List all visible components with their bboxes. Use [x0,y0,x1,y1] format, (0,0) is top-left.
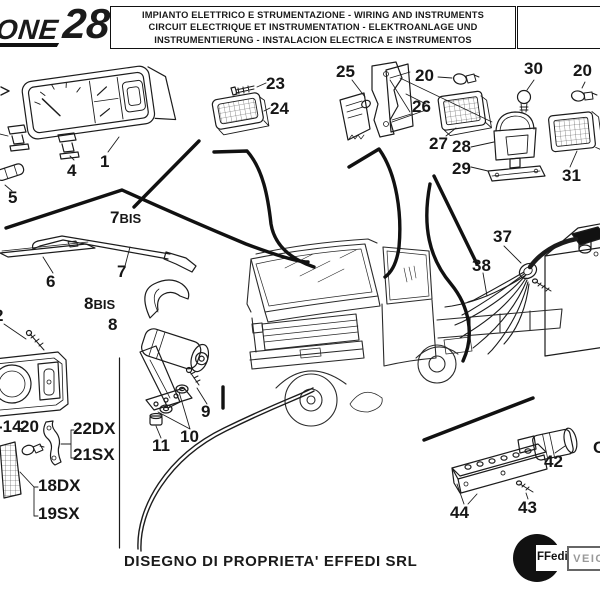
title-box: IMPIANTO ELETTRICO E STRUMENTAZIONE - WI… [110,6,516,49]
part-label-42: 42 [544,452,563,471]
terminal-block-drawing [451,443,548,505]
copyright-text: DISEGNO DI PROPRIETA' EFFEDI SRL [124,553,418,570]
part-label-43: 43 [518,498,537,517]
part-label-8: 8 [108,315,118,334]
leader-1 [107,136,120,153]
part-label-1: 1 [100,152,110,171]
part-label-22dx: 22DX [73,419,116,438]
part-label-24: 24 [270,99,289,118]
switch-knobs-drawing [0,124,80,161]
effedi-logo-text: FFedi [537,551,568,563]
part-label-30: 30 [524,59,543,78]
part-label-27: 27 [429,134,448,153]
battery-drawing [518,223,600,357]
title-line-1: IMPIANTO ELETTRICO E STRUMENTAZIONE - WI… [142,9,484,20]
bulb-20-rear-drawing [570,81,598,102]
effedi-badge: VEIC [567,546,600,571]
bulb-20-drawing [21,443,45,456]
part-label-20-rear: 20 [573,61,592,80]
part-label-7bis: 7BIS [110,208,142,227]
headlamp-drawing [0,323,69,417]
part-label-28: 28 [452,137,471,156]
part-label-6: 6 [46,272,56,291]
cab-lamp-drawing [211,82,271,136]
part-label-5: 5 [8,188,18,207]
part-label-4: 4 [67,161,77,180]
harness-arc [137,387,315,552]
lamp-bracket-drawing [43,420,75,466]
part-label-20-headlamp: 20 [20,417,39,436]
plate-lamp-drawing [470,111,546,182]
instrument-cluster-drawing [21,65,177,140]
part-label-37: 37 [493,227,512,246]
part-label-2-partial: 2 [0,306,3,326]
part-label-7: 7 [117,262,127,281]
bulb-30-drawing [516,79,535,113]
fuse-cylinder-drawing [0,163,25,181]
leader-lines-thick [4,139,535,442]
leader-6 [42,256,54,274]
edge-arrow [0,86,10,96]
part-label-44: 44 [450,503,469,522]
title-line-2: CIRCUIT ELECTRIQUE ET INSTRUMENTATION - … [148,22,478,33]
title-line-3: INSTRUMENTIERUNG - INSTALACION ELECTRICA… [154,34,472,45]
effedi-badge-text: VEIC [573,552,600,565]
part-label-21sx: 21SX [73,445,115,464]
part-label-14-partial: -14 [0,417,22,436]
effedi-logo-notch [536,545,563,571]
part-label-9: 9 [201,402,211,421]
sidelamp-lens-drawing [0,441,39,517]
part-label-11: 11 [152,436,170,455]
harness-wires-drawing [444,271,530,355]
leaders-37-38 [482,245,522,297]
part-label-26: 26 [412,97,431,116]
front-lamp-drawing [437,73,492,137]
part-label-8bis: 8BIS [84,294,116,313]
truck-drawing [246,238,563,427]
leader-7 [124,246,131,267]
lamp-housing-26-drawing [385,63,427,133]
part-label-29: 29 [452,159,471,178]
rear-lamp-lens-drawing [548,111,600,168]
part-label-20-front: 20 [415,66,434,85]
part-label-23: 23 [266,74,285,93]
part-label-31: 31 [562,166,581,185]
leaders-9-10-11 [155,387,208,439]
part-label-19sx: 19SX [38,504,80,523]
part-label-edge-partial: C [593,438,600,457]
part-label-10: 10 [180,427,199,446]
leader-5 [4,184,13,192]
part-label-18dx: 18DX [38,476,81,495]
screw-43-drawing [515,480,534,500]
part-label-25: 25 [336,62,355,81]
wiper-arm-drawing [31,235,197,273]
title-box-right-partial [517,6,600,49]
wiper-motor-drawing [139,279,210,426]
part-label-38: 38 [472,256,491,275]
